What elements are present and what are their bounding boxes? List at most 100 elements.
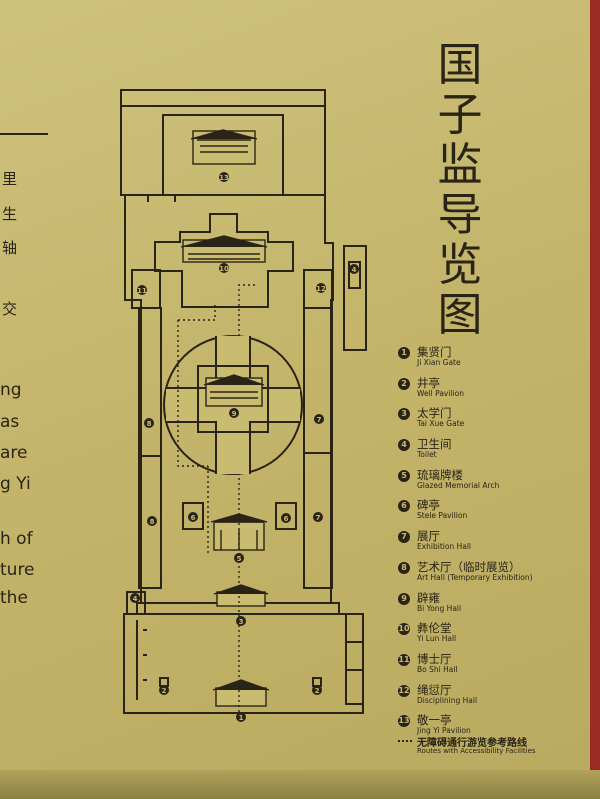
legend-number: 3 [398,408,410,421]
left-zh-fragment: 生 [2,205,18,223]
map-marker-1: 1 [236,712,246,722]
map-marker-10: 10 [219,263,229,273]
title-char: 子 [437,88,483,141]
map-marker-6: 6 [281,513,291,523]
svg-text:2: 2 [162,687,167,695]
legend-label-zh: 敬一亭 [417,713,452,728]
yilun-complex [154,213,294,308]
left-en-fragment: ture [0,560,35,580]
legend-number: 11 [398,653,410,666]
map-marker-8: 8 [144,418,154,428]
legend-label-en: Bo Shi Hall [417,664,458,674]
left-zh-fragment: 交 [2,300,18,318]
legend-number: 8 [398,561,410,574]
legend-number: 7 [398,531,410,544]
left-en-fragment: as [0,412,20,432]
left-text-panel: 里 生 轴 交 ng as are g Yi h of ture the [0,0,70,640]
map-title: 国 子 监 导 览 图 [430,40,490,340]
frame-edge-right [590,0,600,799]
svg-text:4: 4 [352,266,357,274]
jingyi-pavilion-icon [190,129,258,165]
map-marker-11: 11 [137,285,147,295]
legend-label-zh: 彝伦堂 [417,621,452,636]
legend-label-en: Toilet [417,450,437,460]
svg-text:2: 2 [315,687,320,695]
front-side-block [345,613,364,705]
taixue-gate-icon [213,584,269,607]
map-marker-7: 7 [313,512,323,522]
map-marker-9: 9 [229,408,239,418]
stele-pavilion-left [182,502,204,530]
exhibition-hall-lower [303,452,333,589]
map-marker-12: 12 [316,283,326,293]
compound-outline [120,89,364,714]
legend-number: 2 [398,377,410,390]
legend-number: 1 [398,347,410,359]
accessible-route [177,284,255,712]
legend-label-zh: 辟雍 [417,590,440,605]
biyong-platform [197,365,269,433]
glazed-arch-icon [210,513,268,551]
legend-number: 9 [398,592,410,605]
legend-label-en: Glazed Memorial Arch [417,480,500,490]
left-en-fragment: ng [0,380,22,400]
frame-edge-bottom [0,770,600,799]
left-en-fragment: the [0,588,28,608]
route-label-en: Routes with Accessibility Facilities [417,747,536,755]
svg-text:9: 9 [232,410,237,418]
left-zh-fragment: 里 [2,170,18,188]
art-hall-upper [138,307,162,457]
well-pavilion-left [159,677,169,687]
jixian-gate-icon [212,679,270,707]
legend-label-en: Tai Xue Gate [417,419,465,429]
route-legend: 无障碍通行游览参考路线 Routes with Accessibility Fa… [398,734,588,760]
legend-label-en: Ji Xian Gate [417,358,461,367]
map-marker-2: 2 [159,685,169,695]
yilun-hall-icon [180,235,268,263]
svg-text:3: 3 [239,618,244,626]
legend-label-zh: 展厅 [417,529,440,544]
left-en-fragment: h of [0,529,33,549]
map-marker-4: 4 [130,593,140,603]
title-char: 览 [437,238,483,291]
map-marker-2: 2 [312,685,322,695]
art-hall-lower [138,455,162,589]
legend-label-zh: 碑亭 [417,498,440,513]
legend-label-en: Bi Yong Hall [417,603,462,613]
map-marker-4: 4 [349,264,359,274]
title-char: 监 [437,138,483,191]
legend-number: 4 [398,439,410,452]
route-label-zh: 无障碍通行游览参考路线 [417,738,527,749]
svg-text:5: 5 [237,555,242,563]
svg-text:11: 11 [137,287,147,295]
legend-label-zh: 琉璃牌楼 [417,467,463,482]
map-marker-13: 13 [219,172,229,182]
legend-number: 13 [398,715,410,728]
legend-label-zh: 井亭 [417,375,440,390]
legend-label-en: Art Hall (Temporary Exhibition) [417,572,533,582]
legend-number: 5 [398,469,410,482]
svg-text:7: 7 [317,416,322,424]
svg-text:7: 7 [316,514,321,522]
svg-text:4: 4 [133,595,138,603]
title-char: 导 [437,188,483,241]
stele-pavilion-right [275,502,297,530]
left-zh-fragment: 轴 [2,239,18,257]
legend-label-zh: 卫生间 [417,437,452,452]
legend-number: 6 [398,500,410,513]
svg-text:1: 1 [239,714,244,722]
left-en-fragment: are [0,443,28,463]
legend-label-en: Well Pavilion [417,388,464,398]
legend-label-en: Yi Lun Hall [417,634,457,644]
title-char: 国 [437,38,483,91]
svg-text:6: 6 [284,515,289,523]
